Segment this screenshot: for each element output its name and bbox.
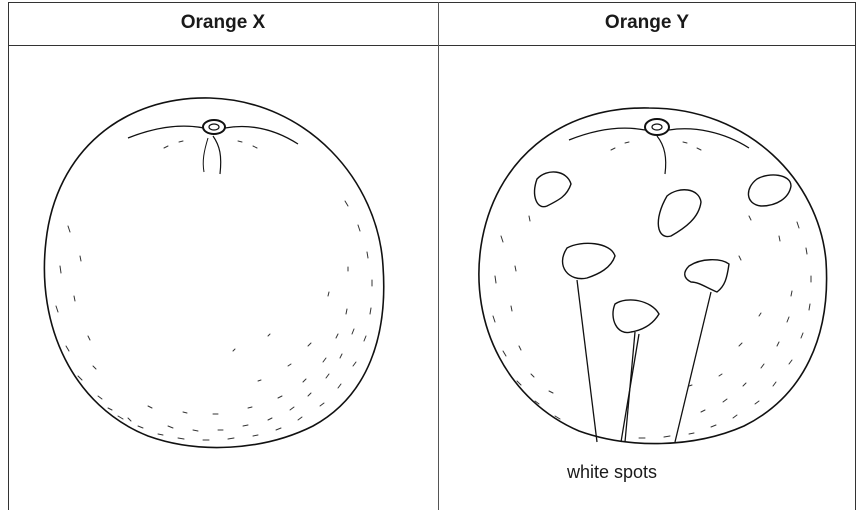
orange-x-illustration [8,46,438,510]
orange-x-texture [56,141,372,440]
table-header-row: Orange X Orange Y [8,2,856,46]
white-spot [613,300,659,333]
orange-x-outline [44,98,383,448]
orange-y-outline [479,108,827,444]
white-spot [563,243,615,278]
white-spot [748,175,791,206]
white-spot [535,172,571,207]
orange-y-illustration [439,46,856,510]
orange-y-stem [645,119,669,135]
orange-y-title: Orange Y [438,3,856,45]
white-spots [535,172,791,333]
orange-x-stem [203,120,225,134]
white-spot [685,260,729,292]
white-spot [658,190,701,237]
orange-x-title: Orange X [8,3,438,45]
white-spots-label: white spots [567,462,657,483]
